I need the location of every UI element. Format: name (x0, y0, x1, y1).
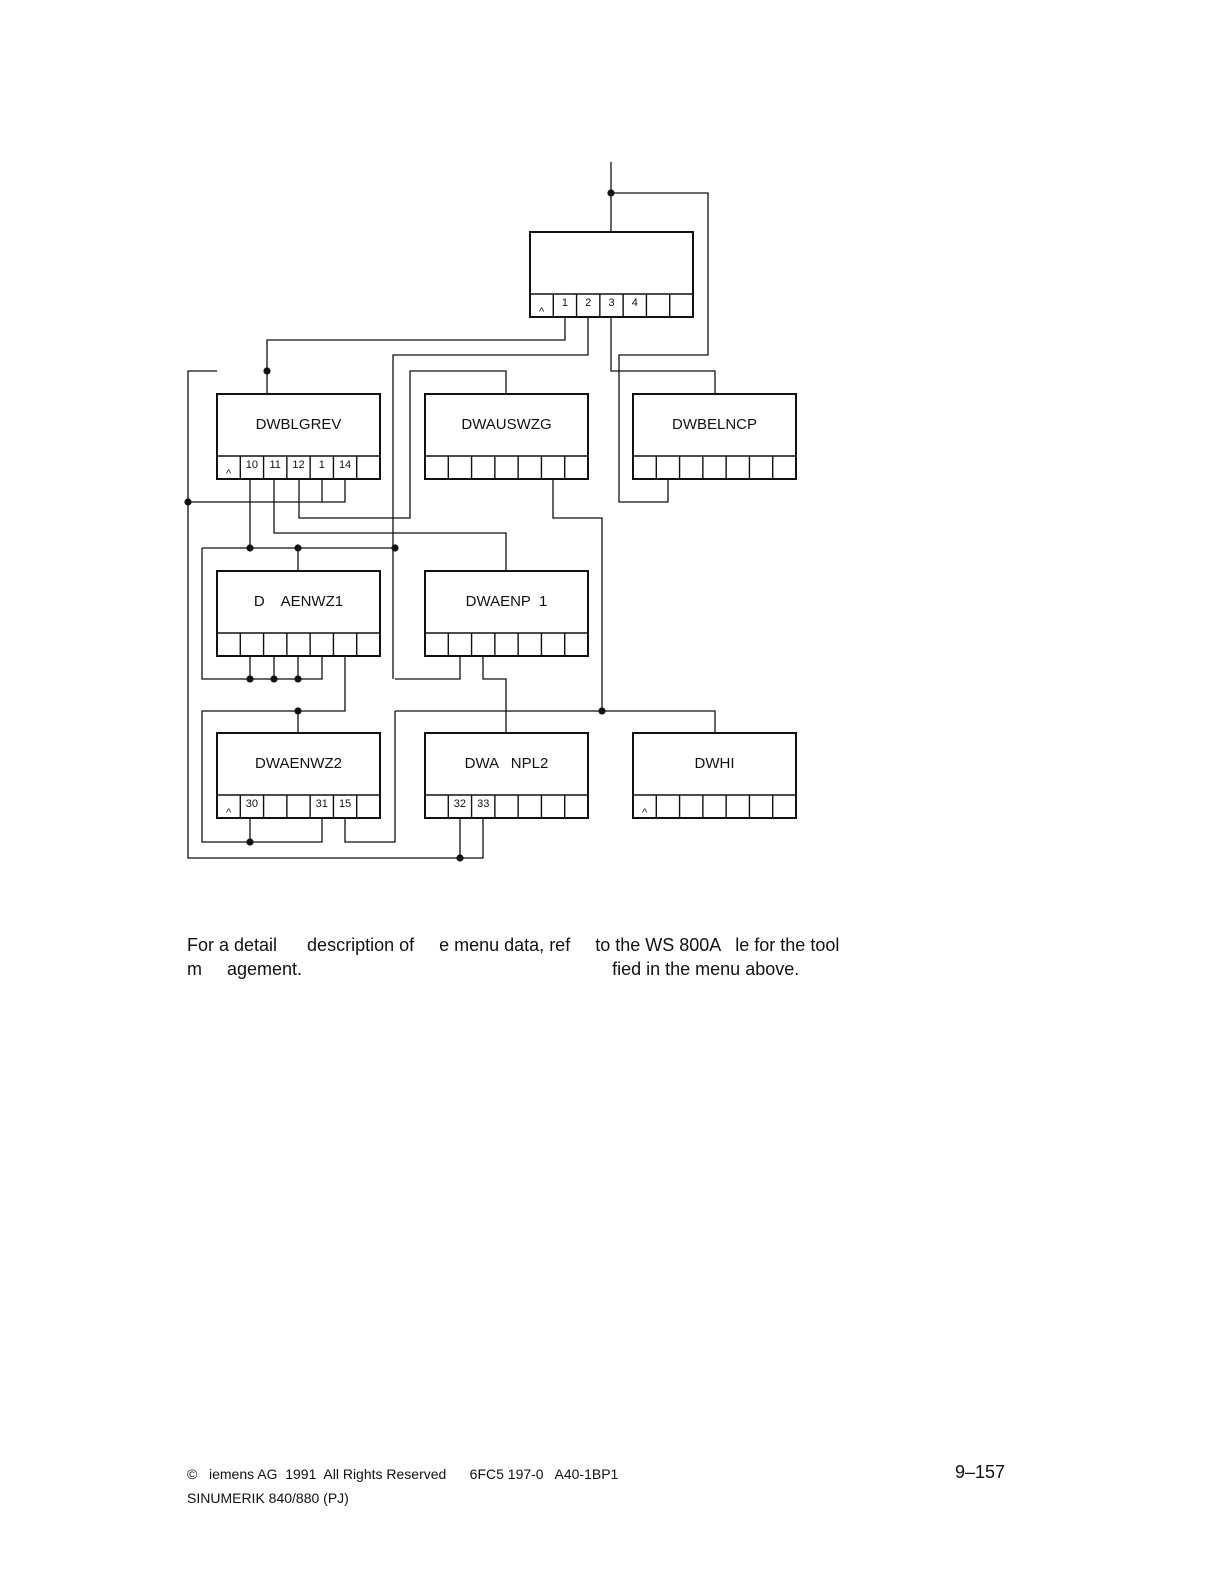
connection-line (344, 711, 396, 843)
menu-box-frame (216, 732, 381, 819)
return-softkey-marker: ^ (539, 306, 545, 318)
junction-dot (184, 498, 192, 506)
menu-box-frame (424, 732, 589, 819)
junction-dot (294, 675, 302, 683)
junction-dot (391, 544, 399, 552)
menu-box-title: DWA NPL2 (465, 755, 549, 772)
menu-box-title: DWBELNCP (672, 416, 757, 433)
junction-dot (246, 544, 254, 552)
menu-box-frame (424, 393, 589, 480)
description-line-1: For a detail description of e menu data,… (187, 935, 840, 955)
softkey-number: 4 (632, 297, 638, 309)
menu-box-dwhi: DWHI ^ (632, 732, 797, 819)
junction-dot (246, 675, 254, 683)
connection-line (187, 370, 484, 859)
menu-box-frame (216, 393, 381, 480)
menu-box-title: D AENWZ1 (254, 593, 343, 610)
connection-line (610, 316, 716, 394)
menu-box-title: DWBLGREV (256, 416, 342, 433)
connection-line (552, 479, 603, 711)
softkey-number: 30 (246, 798, 258, 810)
connection-line (188, 479, 323, 503)
junction-dot (294, 544, 302, 552)
return-softkey-marker: ^ (226, 468, 232, 480)
softkey-number: 1 (562, 297, 568, 309)
menu-box-title: DWAUSWZG (461, 416, 551, 433)
softkey-number: 14 (339, 459, 351, 471)
junction-dot (294, 707, 302, 715)
description-line-2: m agement. fied in the menu above. (187, 959, 800, 979)
connection-line (322, 479, 346, 503)
menu-box-frame (632, 732, 797, 819)
softkey-number: 3 (608, 297, 614, 309)
softkey-number: 11 (270, 459, 281, 471)
menu-box-frame (424, 570, 589, 657)
softkey-number: 1 (319, 459, 325, 471)
menu-box-dwblgrev: DWBLGREV ^ 10 11 12 1 14 (216, 393, 381, 480)
menu-box-dwaenp1: DWAENP 1 (424, 570, 589, 657)
product-name: SINUMERIK 840/880 (PJ) (187, 1490, 349, 1506)
junction-dot (246, 838, 254, 846)
menu-box-frame (216, 570, 381, 657)
connection-line (201, 548, 323, 680)
menu-box-title: DWAENWZ2 (255, 755, 342, 772)
softkey-number: 12 (292, 459, 304, 471)
connection-line (201, 657, 346, 843)
junction-dot (270, 675, 278, 683)
junction-dot (607, 189, 615, 197)
copyright-notice: © iemens AG 1991 All Rights Reserved 6FC… (187, 1466, 619, 1482)
connection-line (395, 710, 716, 733)
connection-line (392, 316, 589, 679)
softkey-number: 32 (454, 798, 466, 810)
softkey-number: 15 (339, 798, 351, 810)
menu-box-title: DWAENP 1 (466, 593, 548, 610)
softkey-number: 33 (477, 798, 489, 810)
menu-box-frame (632, 393, 797, 480)
return-softkey-marker: ^ (642, 807, 648, 819)
menu-box-frame (529, 231, 694, 318)
connection-line (611, 192, 709, 503)
connection-line (298, 370, 507, 519)
connection-line (395, 657, 461, 680)
page-number: 9–157 (955, 1462, 1006, 1482)
junction-dots (184, 189, 615, 862)
connection-line (273, 479, 507, 571)
connection-line (266, 316, 566, 394)
menu-box-dwanpl2: DWA NPL2 32 33 (424, 732, 589, 819)
menu-box-top: ^ 1 2 3 4 (529, 231, 694, 318)
softkey-number: 31 (316, 798, 328, 810)
menu-box-daenwz1: D AENWZ1 (216, 570, 381, 657)
junction-dot (263, 367, 271, 375)
menu-box-dwaenwz2: DWAENWZ2 ^ 30 31 15 (216, 732, 381, 819)
menu-box-title: DWHI (695, 755, 735, 772)
junction-dot (598, 707, 606, 715)
menu-box-dwbelncp: DWBELNCP (632, 393, 797, 480)
softkey-number: 2 (585, 297, 591, 309)
menu-box-dwauswzg: DWAUSWZG (424, 393, 589, 480)
junction-dot (456, 854, 464, 862)
connection-line (482, 657, 507, 733)
return-softkey-marker: ^ (226, 807, 232, 819)
connection-lines (187, 162, 716, 859)
softkey-number: 10 (246, 459, 258, 471)
